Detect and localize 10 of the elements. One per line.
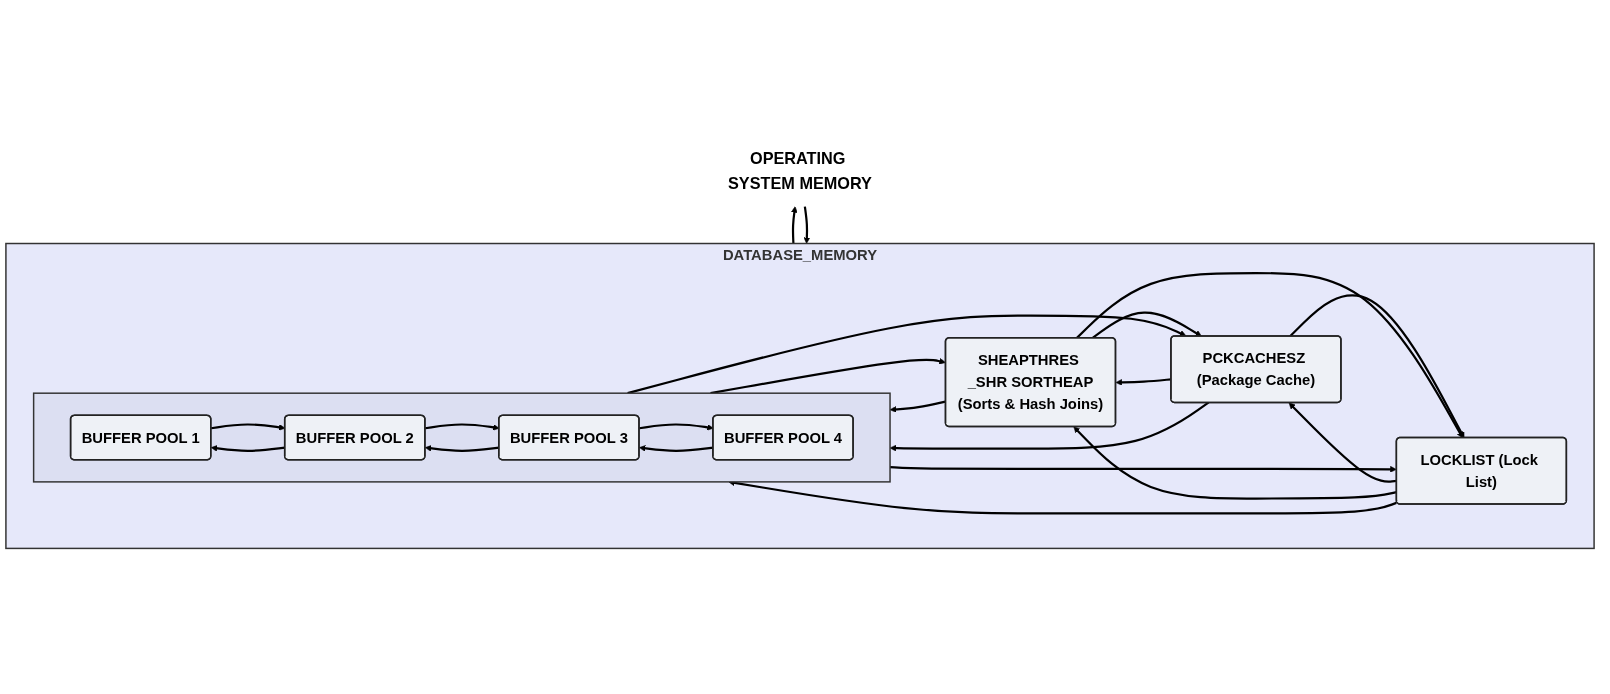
arrow: [1075, 271, 1464, 439]
arrow: [1289, 294, 1465, 439]
node-text: OPERATING SYSTEM MEMORY: [728, 149, 872, 193]
cluster: [32, 392, 891, 483]
arrow: [1091, 311, 1202, 339]
arrow: [791, 206, 798, 244]
arrow: [1073, 426, 1397, 500]
arrow: [803, 206, 811, 244]
arrow: [1288, 402, 1397, 483]
arrow: [627, 314, 1187, 395]
